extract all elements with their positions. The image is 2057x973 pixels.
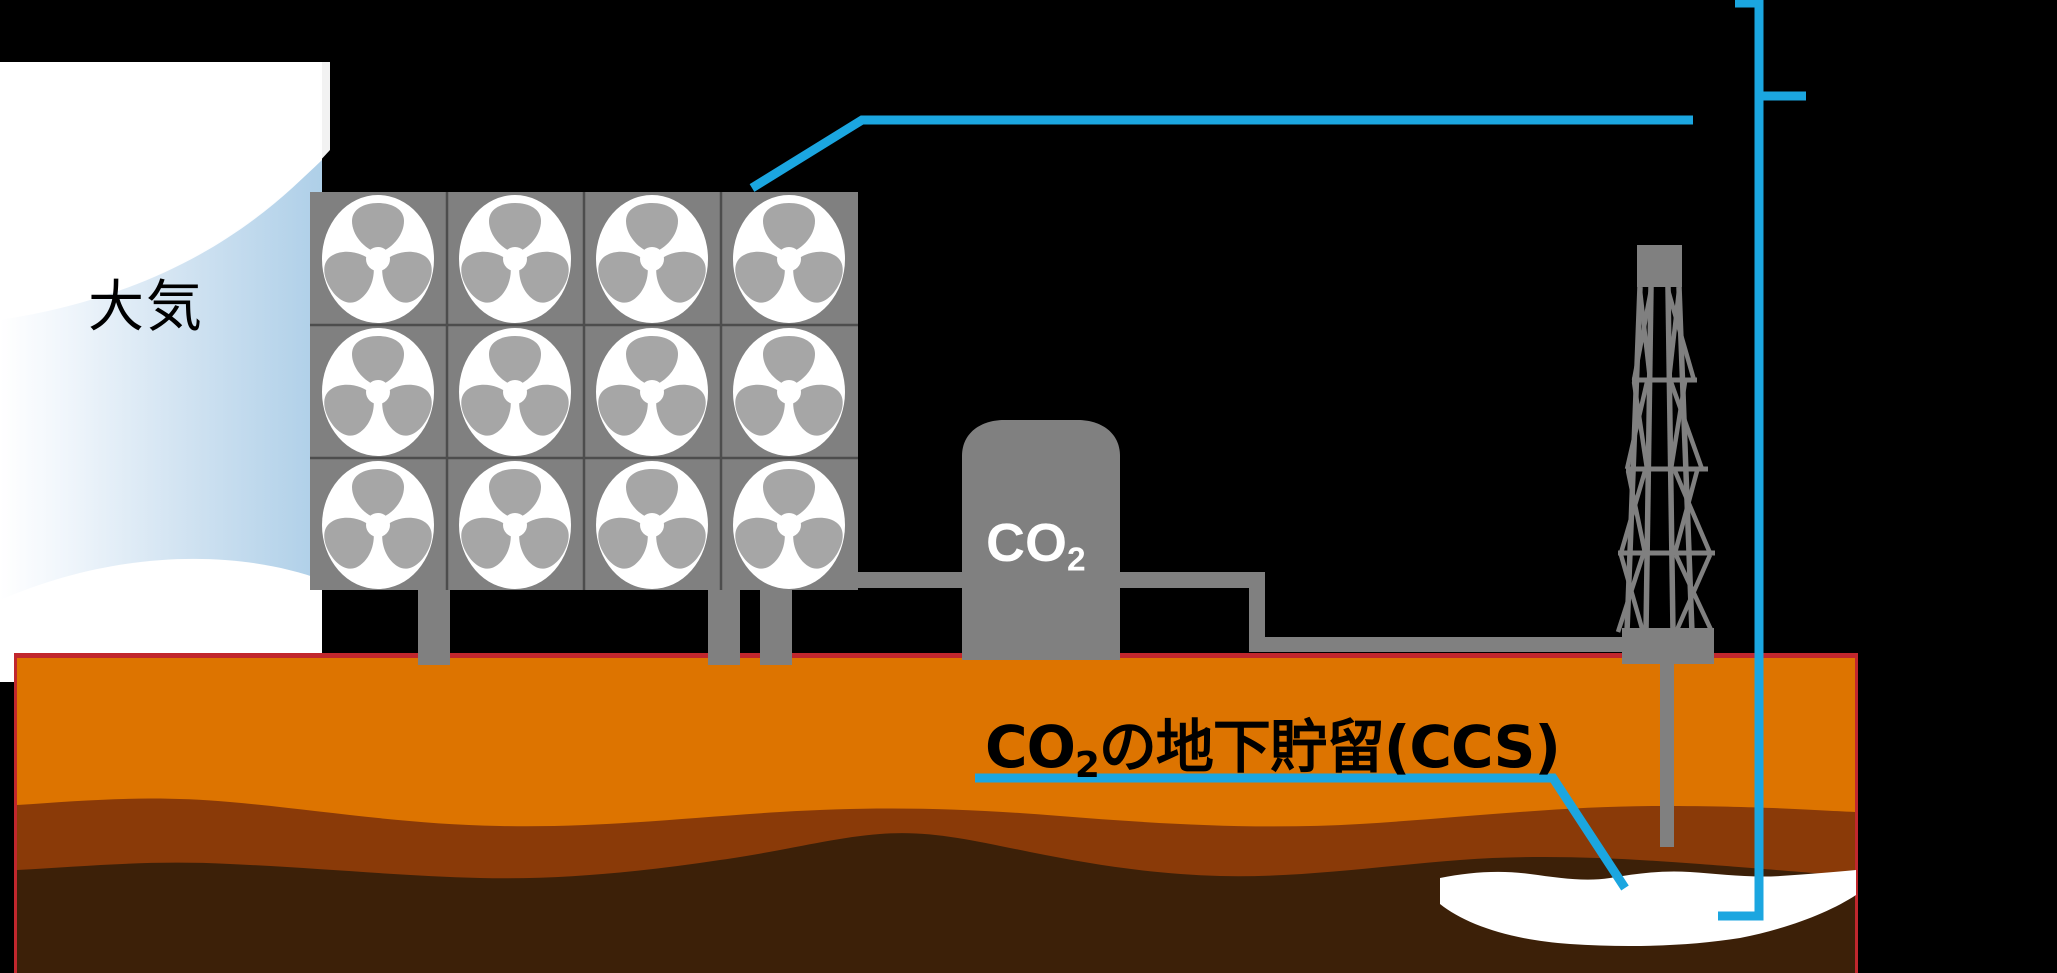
co2-tank-label: CO2 [986,512,1086,579]
callout-line-ccs [975,773,1629,891]
underground-reservoir [1440,870,1856,946]
callout-line-right-vertical [1718,0,1764,921]
dac-cell-grid [310,192,858,590]
atmosphere-label: 大気 [88,275,204,340]
rig-crown-block [1637,245,1682,287]
drilling-rig-derrick[interactable] [1615,245,1715,664]
ccs-label-prefix: CO [985,713,1076,781]
co2-tank-label-main: CO [986,513,1067,573]
co2-storage-tank[interactable] [962,420,1120,660]
ccs-label-sub: 2 [1074,745,1100,787]
pipe-step-vertical [1249,572,1265,652]
dac-leg-left [418,585,450,665]
injection-well-pipe [1660,661,1674,847]
pipe-tank-to-step [1112,572,1262,588]
ccs-label-rest: の地下貯留(CCS) [1098,713,1561,781]
rig-base-platform [1622,628,1714,664]
rig-x-bracing [1615,289,1715,633]
dac-leg-right [760,585,792,665]
dac-leg-mid [708,585,740,665]
rig-legs [1624,286,1695,633]
pipe-step-to-rig [1249,637,1639,652]
atmosphere-cloud-edge-top [0,62,330,320]
callout-line-dac [749,115,1693,192]
atmosphere-cloud-bottom [0,558,322,682]
ccs-label: CO2の地下貯留(CCS) [985,700,1561,787]
soil-layer-bottom [17,833,1855,973]
co2-tank-label-sub: 2 [1067,541,1086,579]
pipe-dac-to-tank [845,572,970,588]
rig-crossbars [1618,377,1715,556]
